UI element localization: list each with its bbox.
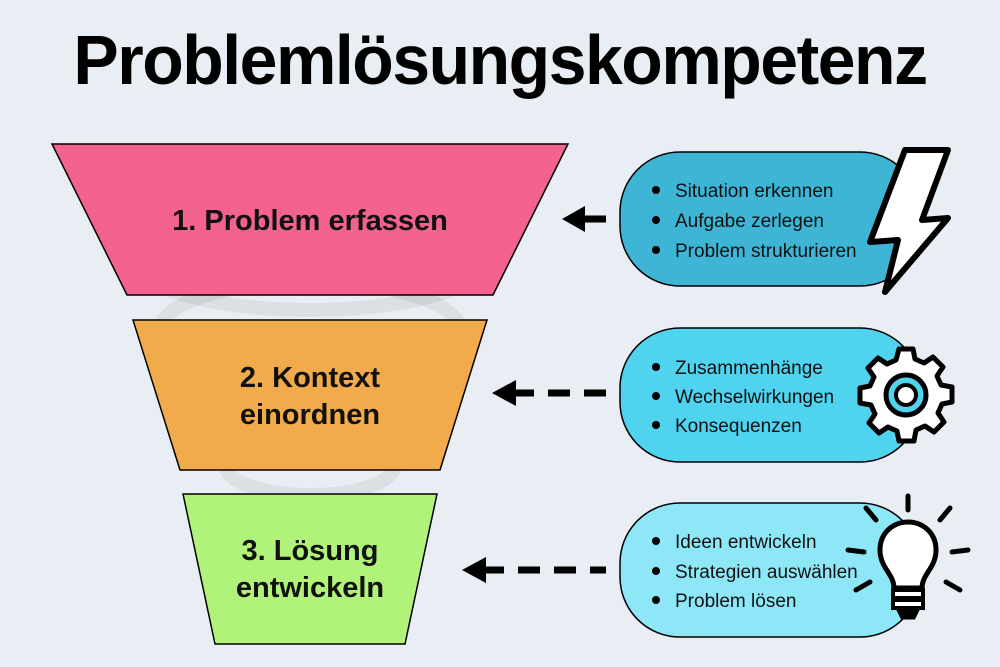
bubble-1-list: Situation erkennen Aufgabe zerlegen Prob… xyxy=(652,181,857,262)
bubble-2-list: Zusammenhänge Wechselwirkungen Konsequen… xyxy=(652,358,834,437)
list-item: Ideen entwickeln xyxy=(675,532,817,553)
funnel-stage-1-shape xyxy=(50,143,570,296)
list-item: Wechselwirkungen xyxy=(675,387,834,408)
lightning-icon xyxy=(867,147,951,295)
arrow-1 xyxy=(562,206,606,232)
lightbulb-icon xyxy=(845,493,971,620)
funnel-stage-2-shape xyxy=(131,319,489,471)
list-item: Zusammenhänge xyxy=(675,358,823,379)
gear-icon xyxy=(857,346,955,444)
funnel-stage-3-shape xyxy=(182,493,438,645)
arrow-3 xyxy=(462,557,606,583)
funnel-stage-2-label-line-1: 2. Kontext xyxy=(240,362,381,394)
bubble-3-list: Ideen entwickeln Strategien auswählen Pr… xyxy=(652,532,858,612)
funnel-stage-3-label-line-1: 3. Lösung xyxy=(242,535,379,567)
page-title: Problemlösungskompetenz xyxy=(73,21,928,99)
list-item: Strategien auswählen xyxy=(675,562,858,583)
funnel-stage-3-label-line-2: entwickeln xyxy=(236,572,384,604)
funnel-stage-2-label-line-2: einordnen xyxy=(240,399,380,431)
arrow-2 xyxy=(492,380,606,406)
list-item: Problem lösen xyxy=(675,591,796,612)
funnel-stage-1-label: 1. Problem erfassen xyxy=(172,205,448,237)
list-item: Konsequenzen xyxy=(675,416,802,437)
list-item: Aufgabe zerlegen xyxy=(675,211,824,232)
list-item: Situation erkennen xyxy=(675,181,833,202)
list-item: Problem strukturieren xyxy=(675,241,857,262)
